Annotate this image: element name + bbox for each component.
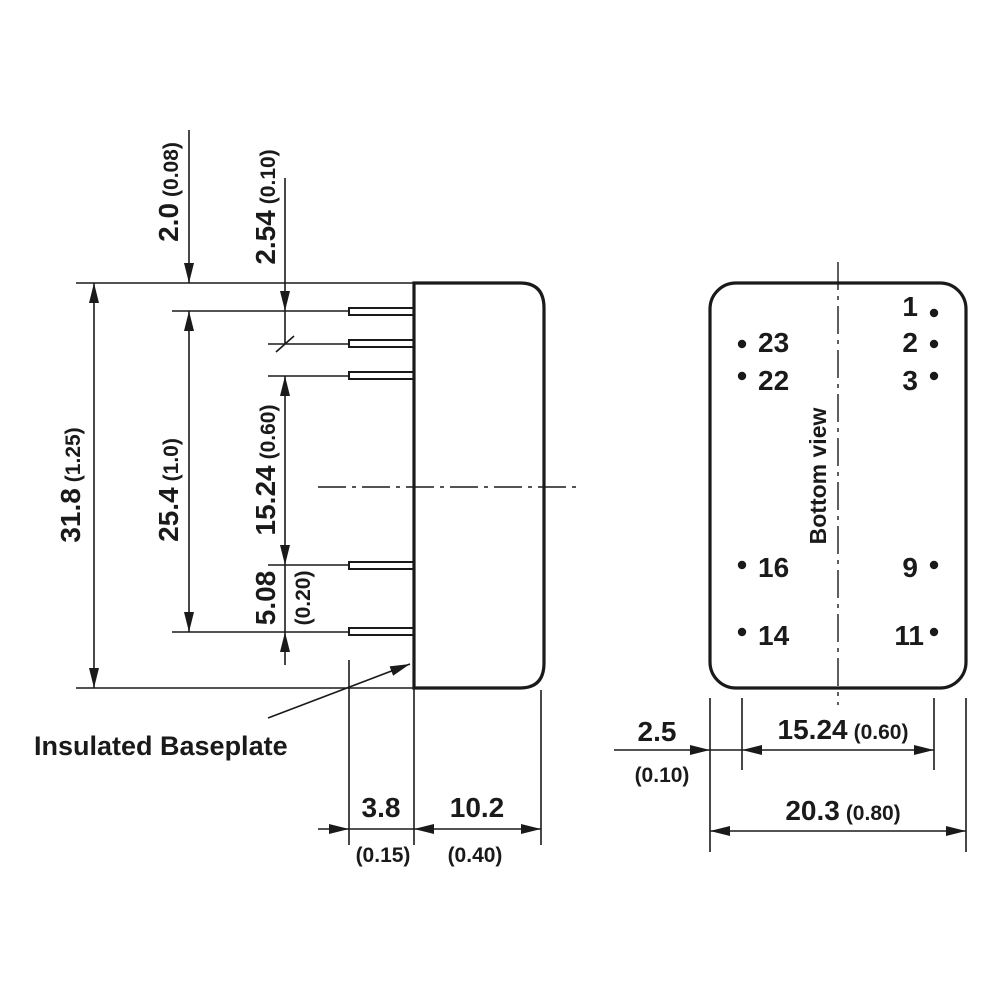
dim-pin-length-in-text: (0.15) (356, 844, 411, 867)
pin-dot (929, 627, 939, 637)
pin-label: 14 (758, 620, 790, 651)
side-extension-lines (76, 282, 542, 845)
dim-top-offset-text: 2.0(0.08) (153, 142, 184, 242)
pin-label: 9 (902, 552, 918, 583)
bottom-extension-lines (709, 698, 967, 852)
pin-dot (929, 560, 939, 570)
dim-pin-span-text: 25.4(1.0) (153, 438, 184, 542)
side-pins (348, 307, 415, 636)
pin-dot (737, 339, 747, 349)
pin-dot (929, 371, 939, 381)
side-view: 31.8(1.25) 2.0(0.08) 25.4(1.0) 2.54(0.10… (34, 130, 582, 867)
dim-lower-pitch-text: 5.08 (250, 571, 281, 626)
pin-dot (737, 560, 747, 570)
dim-edge-offset-text: 2.5 (638, 716, 677, 747)
dim-height-text: 31.8(1.25) (55, 427, 86, 542)
dim-width-text: 20.3(0.80) (785, 795, 900, 826)
pin-dot (737, 627, 747, 637)
pin-label: 16 (758, 552, 789, 583)
bottom-view: Bottom view 23 22 16 14 1 2 3 9 11 (614, 262, 968, 852)
pin-dot (929, 308, 939, 318)
pin-dot (737, 371, 747, 381)
dim-inner-span-text: 15.24(0.60) (250, 405, 281, 536)
dim-body-depth-text: 10.2 (450, 792, 505, 823)
pins-left: 23 22 16 14 (737, 327, 790, 651)
bottom-view-label: Bottom view (805, 408, 831, 545)
pin-dot (929, 339, 939, 349)
dim-lower-pitch-in-text: (0.20) (292, 571, 315, 626)
module-body (412, 281, 546, 690)
pin-label: 22 (758, 365, 789, 396)
dim-body-depth-in-text: (0.40) (448, 844, 503, 867)
pins-right: 1 2 3 9 11 (894, 291, 939, 651)
baseplate-leader (267, 663, 411, 719)
pin-label: 2 (902, 327, 918, 358)
pin-label: 3 (902, 365, 918, 396)
pin-label: 1 (902, 291, 918, 322)
pin-label: 11 (894, 620, 924, 651)
pin-label: 23 (758, 327, 789, 358)
dim-pin-row-span-text: 15.24(0.60) (778, 714, 909, 745)
dim-pin-length-text: 3.8 (362, 792, 401, 823)
dim-edge-offset-in-text: (0.10) (635, 764, 690, 787)
label-baseplate: Insulated Baseplate (34, 731, 288, 761)
dim-pin-pitch-text: 2.54(0.10) (250, 149, 281, 264)
